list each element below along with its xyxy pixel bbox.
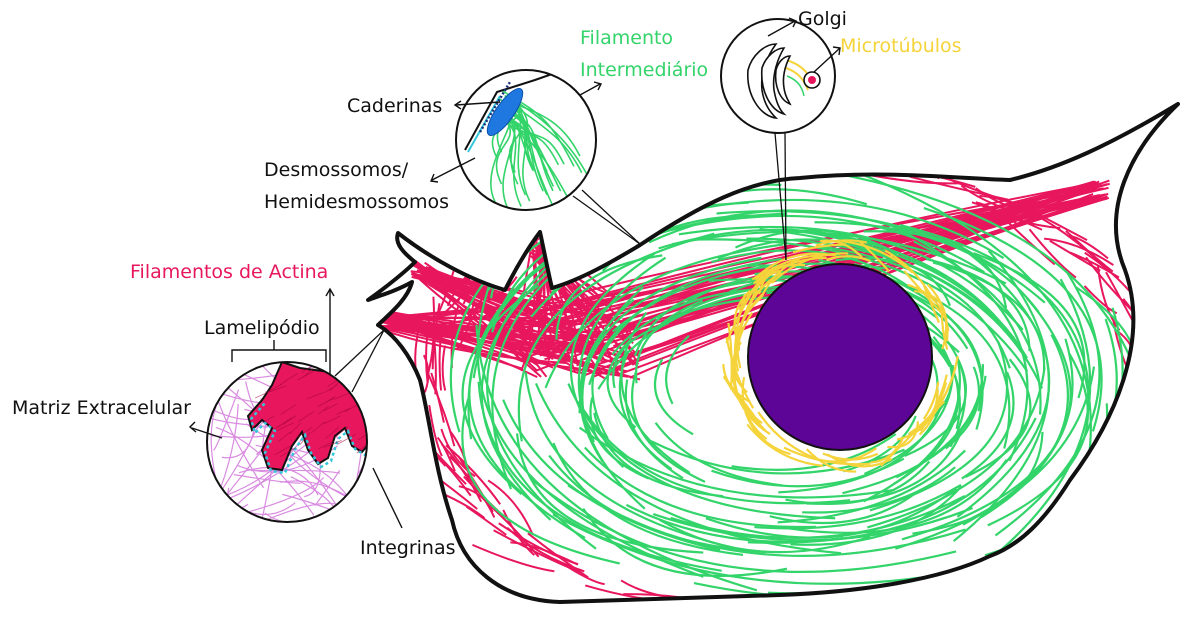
nucleus (748, 264, 932, 450)
label-filamentos-actina: Filamentos de Actina (130, 261, 328, 283)
label-desmossomos-line1: Desmossomos/ (264, 159, 409, 181)
label-lamelipodio: Lamelipódio (204, 317, 320, 339)
label-microtubulos: Microtúbulos (840, 35, 962, 57)
lamellipodium-zoom (200, 361, 379, 525)
golgi-zoom (721, 19, 835, 133)
label-caderinas: Caderinas (347, 95, 442, 117)
label-integrinas: Integrinas (360, 537, 456, 559)
label-filamento-line1: Filamento (580, 27, 673, 49)
label-desmossomos-line2: Hemidesmossomos (264, 191, 449, 213)
cadherin-zoom (456, 66, 596, 210)
label-filamento-line2: Intermediário (580, 59, 708, 81)
label-golgi: Golgi (798, 8, 847, 30)
label-matriz: Matriz Extracelular (12, 397, 191, 419)
